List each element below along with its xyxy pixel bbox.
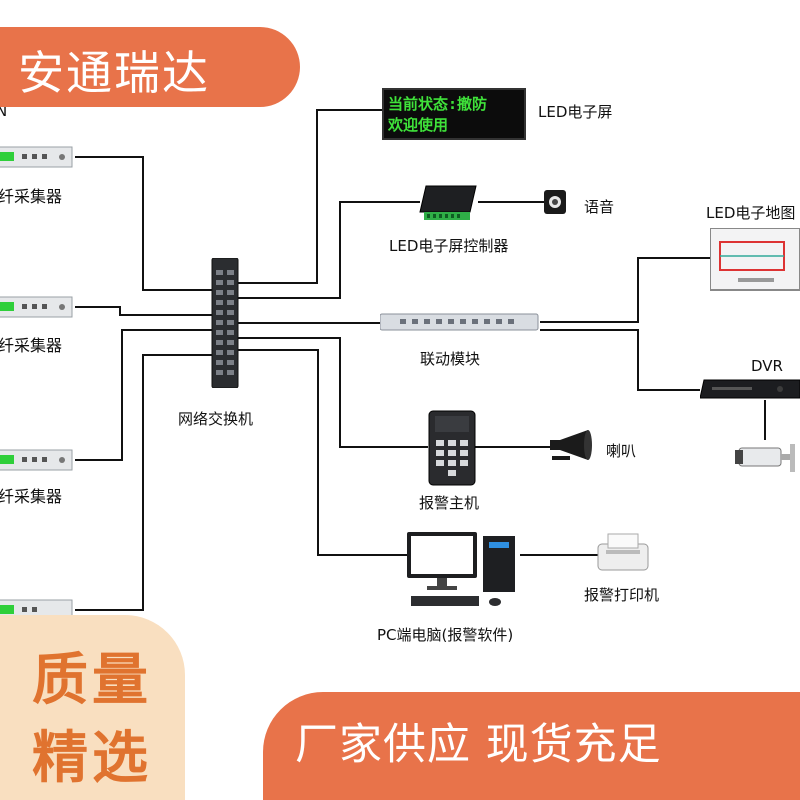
linkage-module-device [380, 313, 539, 331]
line-collector-4 [75, 354, 212, 611]
collector-device-2 [0, 296, 73, 318]
quality-badge: 质量 精选 [0, 615, 185, 800]
collector-label-2: 纤采集器 [0, 336, 63, 355]
collector-device-1 [0, 146, 73, 168]
line-led-controller [237, 201, 420, 299]
alarm-host-device [428, 410, 476, 486]
line-linkage-dvr [540, 329, 700, 391]
led-controller-label: LED电子屏控制器 [389, 237, 509, 255]
collector-label-3: 纤采集器 [0, 487, 63, 506]
pc-device [407, 532, 515, 606]
linkage-label: 联动模块 [420, 350, 481, 368]
brand-text: 安通瑞达 [18, 46, 210, 100]
led-screen-device: 当前状态:撤防 欢迎使用 [382, 88, 526, 140]
slogan-text: 厂家供应 现货充足 [295, 720, 662, 770]
printer-device [597, 533, 649, 571]
collector-label-1: 纤采集器 [0, 187, 63, 206]
dvr-label: DVR [751, 357, 783, 375]
line-led-screen [237, 109, 382, 284]
horn-icon [550, 430, 592, 460]
printer-label: 报警打印机 [584, 586, 660, 604]
pc-label: PC端电脑(报警软件) [377, 626, 514, 644]
line-alarm-host [237, 337, 428, 448]
brand-banner: 安通瑞达 [0, 27, 300, 107]
led-controller-device [419, 185, 477, 220]
led-line-1: 当前状态:撤防 [388, 95, 488, 113]
quality-line-1: 质量 [32, 648, 152, 713]
speaker-icon [544, 190, 566, 214]
led-screen-label: LED电子屏 [538, 103, 613, 121]
cut-letter: N [0, 102, 8, 120]
line-linkage-map [540, 257, 712, 323]
slogan-banner: 厂家供应 现货充足 [263, 692, 800, 800]
network-switch-device [211, 258, 239, 388]
line-collector-2 [75, 306, 212, 316]
horn-label: 喇叭 [606, 442, 637, 460]
voice-label: 语音 [584, 198, 615, 216]
dvr-device [700, 379, 800, 399]
switch-label: 网络交换机 [178, 410, 254, 428]
led-line-2: 欢迎使用 [388, 116, 449, 134]
line-collector-3 [75, 329, 212, 461]
line-collector-1 [75, 156, 212, 291]
camera-icon [735, 444, 795, 472]
collector-device-3 [0, 449, 73, 471]
alarm-host-label: 报警主机 [419, 494, 480, 512]
led-map-device [710, 228, 800, 291]
quality-line-2: 精选 [32, 726, 152, 791]
line-pc [237, 349, 408, 556]
led-map-label: LED电子地图 [706, 204, 796, 222]
